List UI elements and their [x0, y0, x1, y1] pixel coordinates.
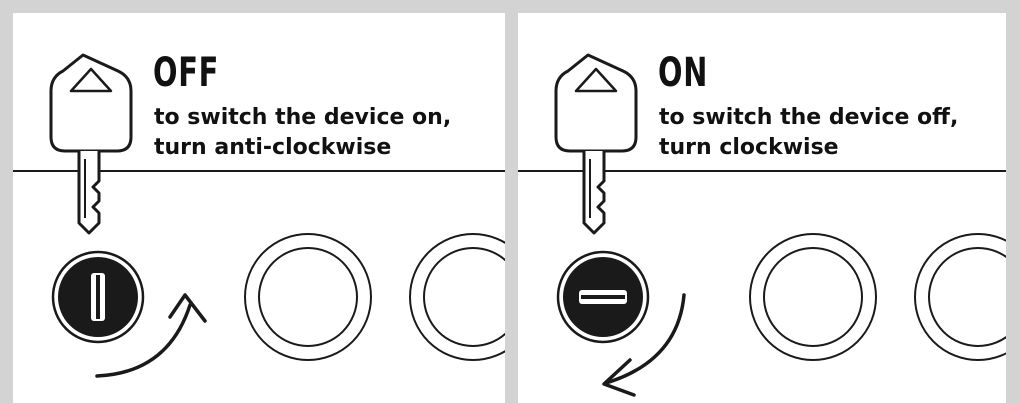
panel-on: ON to switch the device off, turn clockw…: [518, 13, 1006, 403]
panel-on-illustration: [518, 13, 1006, 403]
state-label: ON: [658, 53, 708, 93]
instruction-line-1: to switch the device on,: [154, 103, 451, 133]
button-ring-icon: [410, 234, 505, 360]
panel-off: OFF to switch the device on, turn anti-c…: [13, 13, 505, 403]
keyhole-icon: [558, 252, 648, 342]
panel-off-illustration: [13, 13, 505, 403]
instruction-line-2: turn anti-clockwise: [154, 133, 451, 163]
button-ring-icon: [915, 234, 1006, 360]
instruction-text: to switch the device off, turn clockwise: [659, 103, 958, 163]
instruction-line-2: turn clockwise: [659, 133, 958, 163]
keyhole-icon: [53, 252, 143, 342]
instruction-text: to switch the device on, turn anti-clock…: [154, 103, 451, 163]
button-ring-icon: [245, 234, 371, 360]
key-icon: [556, 55, 636, 233]
button-ring-icon: [750, 234, 876, 360]
instruction-line-1: to switch the device off,: [659, 103, 958, 133]
key-icon: [51, 55, 131, 233]
state-label: OFF: [153, 53, 219, 93]
